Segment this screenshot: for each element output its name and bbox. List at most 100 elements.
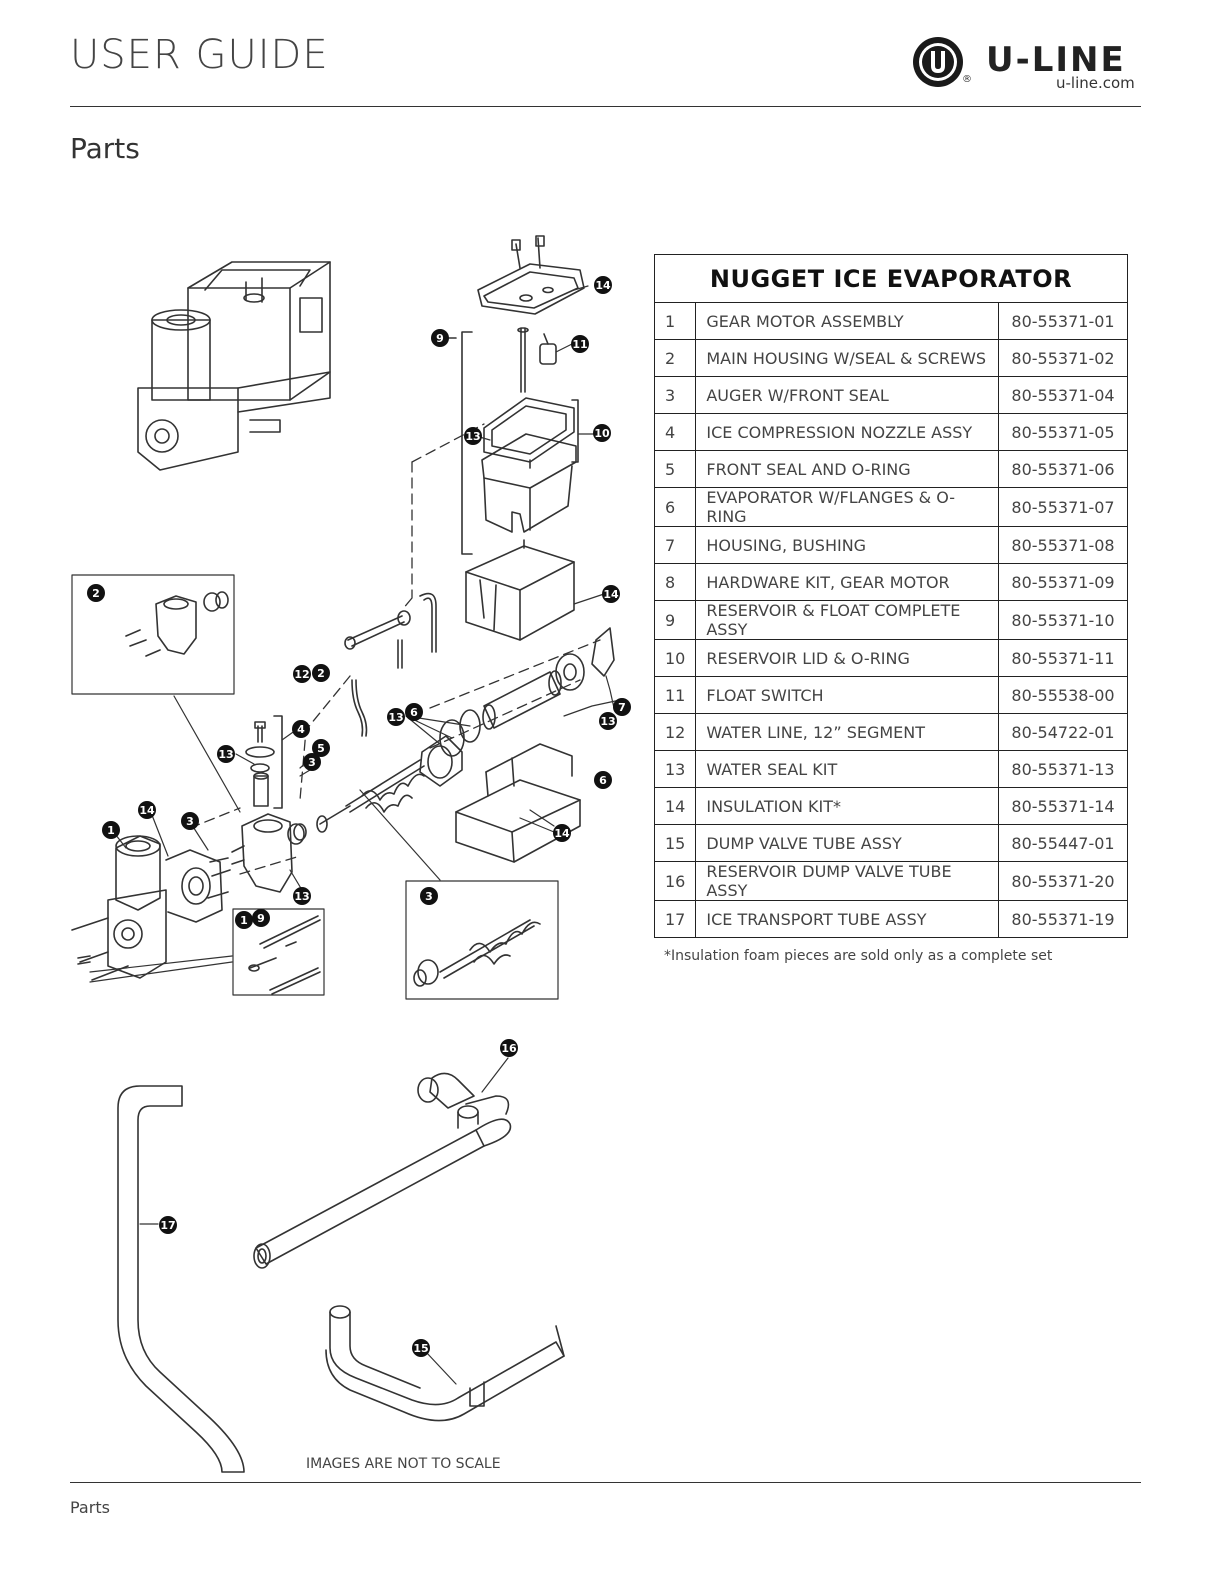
auger-drawing [316, 759, 425, 833]
part-code: 80-55371-05 [998, 413, 1128, 451]
svg-text:13: 13 [294, 890, 309, 903]
callout-7: 7 [613, 698, 631, 716]
part-code: 80-55538-00 [998, 676, 1128, 714]
callout-10: 10 [593, 424, 611, 442]
callout-9: 9 [252, 909, 270, 927]
registered-mark: ® [962, 74, 972, 85]
part-code: 80-55371-07 [998, 487, 1128, 527]
callout-13: 13 [293, 887, 311, 905]
water-line-drawing [344, 592, 437, 737]
svg-text:12: 12 [294, 668, 309, 681]
callout-3: 3 [181, 812, 199, 830]
callout-14: 14 [553, 824, 571, 842]
svg-text:15: 15 [413, 1342, 428, 1355]
svg-text:14: 14 [603, 588, 619, 601]
page-footer: Parts [70, 1498, 110, 1517]
part-name: ICE TRANSPORT TUBE ASSY [695, 900, 999, 938]
svg-text:9: 9 [436, 332, 444, 345]
document-title: USER GUIDE [70, 32, 329, 78]
website-link[interactable]: u-line.com [1056, 74, 1135, 92]
section-title: Parts [70, 132, 140, 165]
callout-3: 3 [420, 887, 438, 905]
part-code: 80-55371-20 [998, 861, 1128, 901]
svg-text:17: 17 [160, 1219, 175, 1232]
part-code: 80-55371-04 [998, 376, 1128, 414]
part-name: DUMP VALVE TUBE ASSY [695, 824, 999, 862]
callout-14: 14 [138, 801, 156, 819]
svg-text:14: 14 [595, 279, 611, 292]
svg-text:13: 13 [218, 748, 233, 761]
callout-5: 5 [312, 739, 330, 757]
part-number-index: 7 [653, 526, 697, 564]
dump-valve-tube-drawing [325, 1305, 565, 1422]
part-name: MAIN HOUSING W/SEAL & SCREWS [695, 339, 999, 377]
nozzle-assembly-drawing [245, 715, 283, 809]
logo-wordmark: U-LINE [986, 40, 1126, 80]
part-name: RESERVOIR DUMP VALVE TUBE ASSY [695, 861, 999, 901]
part-number-index: 6 [653, 487, 697, 527]
part-number-index: 17 [653, 900, 697, 938]
callout-11: 11 [571, 335, 589, 353]
part-name: FRONT SEAL AND O-RING [695, 450, 999, 488]
part-code: 80-55371-02 [998, 339, 1128, 377]
svg-text:16: 16 [501, 1042, 517, 1055]
header-rule [70, 106, 1141, 107]
callout-13: 13 [217, 745, 235, 763]
svg-text:9: 9 [257, 912, 265, 925]
inset-main-housing [71, 574, 235, 695]
part-code: 80-55447-01 [998, 824, 1128, 862]
part-number-index: 11 [653, 676, 697, 714]
part-number-index: 12 [653, 713, 697, 751]
callout-12: 12 [293, 665, 311, 683]
part-code: 80-55371-09 [998, 563, 1128, 601]
part-name: INSULATION KIT* [695, 787, 999, 825]
part-name: ICE COMPRESSION NOZZLE ASSY [695, 413, 999, 451]
insulation-upper-drawing [465, 539, 575, 641]
reservoir-dump-valve-tube-drawing [253, 1057, 512, 1269]
part-code: 80-55371-14 [998, 787, 1128, 825]
inset-auger [405, 880, 559, 1000]
brand-logo: ® U-LINE u-line.com [910, 34, 1150, 92]
callout-16: 16 [500, 1039, 518, 1057]
svg-text:3: 3 [425, 890, 433, 903]
part-name: WATER SEAL KIT [695, 750, 999, 788]
insulation-footnote: *Insulation foam pieces are sold only as… [664, 948, 1053, 964]
callout-2: 2 [312, 664, 330, 682]
part-number-index: 8 [653, 563, 697, 601]
callout-4: 4 [292, 720, 310, 738]
part-name: GEAR MOTOR ASSEMBLY [695, 302, 999, 340]
assembly-guide-lines [189, 423, 601, 875]
svg-text:3: 3 [308, 756, 316, 769]
reservoir-lid-drawing [477, 235, 585, 315]
callout-14: 14 [602, 585, 620, 603]
part-code: 80-55371-11 [998, 639, 1128, 677]
part-number-index: 13 [653, 750, 697, 788]
svg-text:14: 14 [554, 827, 570, 840]
callout-13: 13 [599, 712, 617, 730]
reservoir-drawing [481, 397, 577, 533]
part-number-index: 14 [653, 787, 697, 825]
svg-text:1: 1 [240, 914, 248, 927]
footer-rule [70, 1482, 1141, 1483]
leader-lines [89, 285, 621, 983]
main-housing-drawing [231, 813, 307, 893]
part-number-index: 2 [653, 339, 697, 377]
table-title: NUGGET ICE EVAPORATOR [654, 254, 1128, 303]
part-code: 80-55371-01 [998, 302, 1128, 340]
svg-text:1: 1 [107, 824, 115, 837]
